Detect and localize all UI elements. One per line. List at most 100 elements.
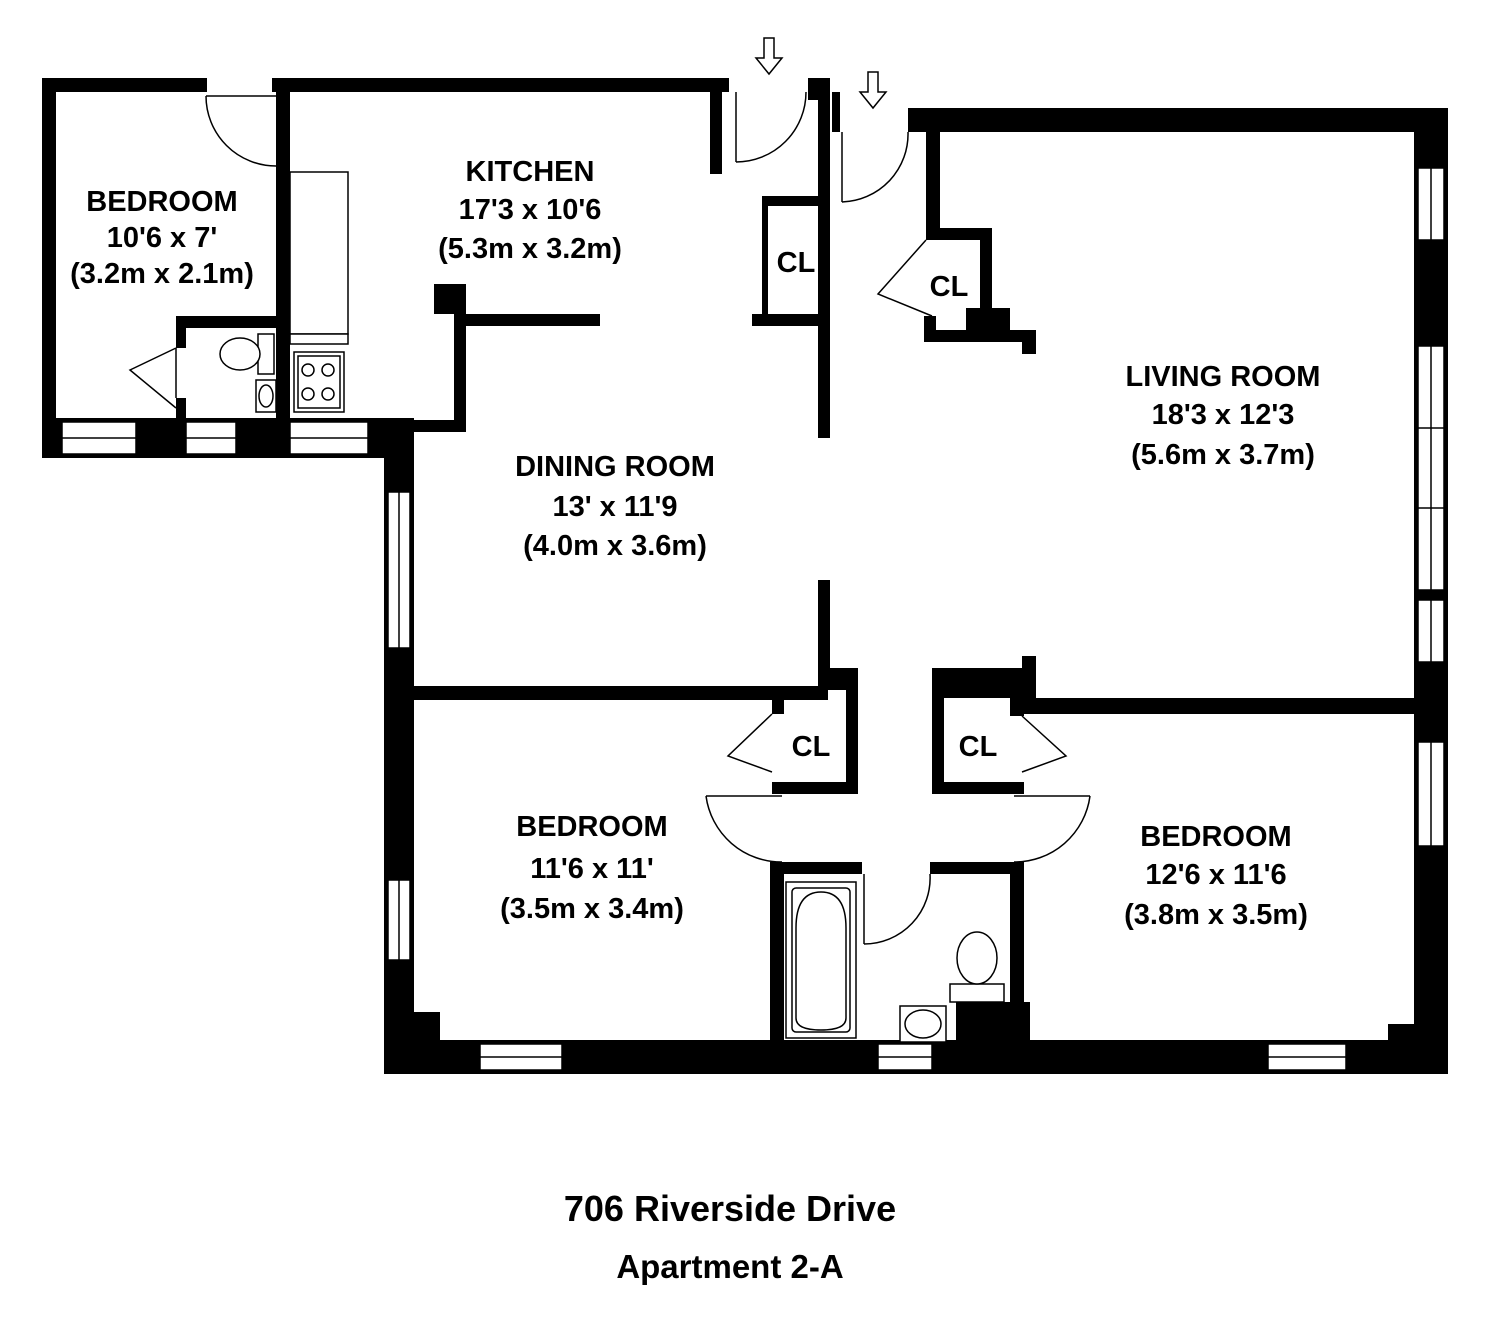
- window-icon: [877, 1043, 933, 1071]
- windows: [61, 167, 1445, 1071]
- wall: [1388, 1024, 1414, 1040]
- room-dimensions-metric: (5.3m x 3.2m): [438, 233, 622, 265]
- closet-label: CL: [930, 271, 969, 303]
- wall: [176, 316, 186, 348]
- wall: [42, 78, 207, 92]
- room-labels: BEDROOM 10'6 x 7' (3.2m x 2.1m) KITCHEN …: [70, 156, 1320, 931]
- room-name: BEDROOM: [1140, 821, 1291, 853]
- wall: [1022, 330, 1036, 354]
- wall: [414, 1012, 440, 1040]
- door-swing-icon: [1013, 795, 1091, 863]
- room-name: KITCHEN: [466, 156, 595, 188]
- closet-label: CL: [959, 731, 998, 763]
- door-swing-icon: [128, 347, 177, 409]
- room-dimensions-metric: (4.0m x 3.6m): [523, 530, 707, 562]
- wall: [1022, 656, 1036, 698]
- wall: [176, 398, 186, 418]
- wall: [924, 330, 1034, 342]
- door-swing-icon: [876, 239, 933, 317]
- room-dimensions: 12'6 x 11'6: [1145, 859, 1286, 891]
- wall: [710, 92, 722, 174]
- door-swing-icon: [841, 131, 909, 203]
- wall: [772, 782, 858, 794]
- wall: [818, 580, 830, 670]
- wall: [932, 782, 1024, 794]
- window-icon: [289, 421, 369, 455]
- sink-icon: [899, 1005, 947, 1043]
- wall: [930, 862, 1024, 874]
- window-icon: [387, 491, 411, 649]
- wall: [272, 78, 729, 92]
- wall: [956, 1002, 1030, 1042]
- kitchen-counter: [289, 333, 349, 345]
- room-name: LIVING ROOM: [1126, 361, 1321, 393]
- toilet-icon: [219, 333, 275, 375]
- sink-icon: [255, 379, 277, 413]
- doors: [128, 91, 1091, 945]
- wall: [832, 92, 840, 132]
- wall: [42, 78, 56, 458]
- fixtures: [219, 171, 1005, 1043]
- wall: [926, 228, 992, 240]
- window-icon: [1417, 167, 1445, 241]
- wall: [932, 668, 1036, 698]
- window-icon: [387, 879, 411, 961]
- wall: [454, 314, 600, 326]
- kitchen-counter: [289, 171, 349, 335]
- room-name: BEDROOM: [516, 811, 667, 843]
- window-icon: [1267, 1043, 1347, 1071]
- address-line-2: Apartment 2-A: [616, 1248, 844, 1285]
- window-icon: [1417, 599, 1445, 663]
- entry-arrow-icon: [858, 71, 888, 110]
- closet-label: CL: [792, 731, 831, 763]
- wall: [434, 284, 466, 314]
- door-swing-icon: [726, 713, 773, 773]
- room-name: DINING ROOM: [515, 451, 715, 483]
- window-icon: [479, 1043, 563, 1071]
- wall: [926, 132, 940, 228]
- room-dimensions: 10'6 x 7': [107, 222, 218, 254]
- room-dimensions: 17'3 x 10'6: [459, 194, 602, 226]
- wall: [414, 420, 466, 432]
- wall: [980, 228, 992, 310]
- room-dimensions: 18'3 x 12'3: [1152, 399, 1295, 431]
- address-line-1: 706 Riverside Drive: [563, 1188, 897, 1229]
- bathtub-icon: [785, 881, 857, 1039]
- wall: [454, 314, 466, 432]
- wall: [276, 92, 290, 418]
- entry-arrow-icon: [754, 37, 784, 76]
- wall: [1010, 698, 1024, 716]
- wall: [1010, 862, 1024, 1004]
- stove-icon: [293, 351, 345, 413]
- room-dimensions: 13' x 11'9: [552, 491, 677, 523]
- wall: [772, 690, 784, 714]
- window-icon: [1417, 741, 1445, 847]
- room-dimensions-metric: (5.6m x 3.7m): [1131, 439, 1315, 471]
- door-swing-icon: [1021, 715, 1068, 773]
- wall: [752, 314, 820, 326]
- wall: [932, 668, 944, 794]
- door-swing-icon: [205, 95, 277, 167]
- wall: [414, 686, 828, 700]
- wall: [1022, 698, 1414, 714]
- room-dimensions-metric: (3.8m x 3.5m): [1124, 899, 1308, 931]
- wall: [1414, 108, 1448, 1074]
- wall: [770, 862, 784, 1044]
- wall: [762, 196, 768, 314]
- door-swing-icon: [863, 873, 931, 945]
- window-icon: [185, 421, 237, 455]
- wall: [908, 108, 1448, 132]
- wall: [176, 316, 276, 328]
- room-dimensions-metric: (3.5m x 3.4m): [500, 893, 684, 925]
- wall: [770, 862, 862, 874]
- wall: [846, 668, 858, 794]
- door-swing-icon: [705, 795, 783, 863]
- wall: [762, 196, 820, 206]
- window-icon: [61, 421, 137, 455]
- window-icon: [1417, 345, 1445, 591]
- entry-arrows: [754, 37, 888, 110]
- room-dimensions: 11'6 x 11': [530, 853, 653, 885]
- room-name: BEDROOM: [86, 186, 237, 218]
- toilet-icon: [949, 931, 1005, 1003]
